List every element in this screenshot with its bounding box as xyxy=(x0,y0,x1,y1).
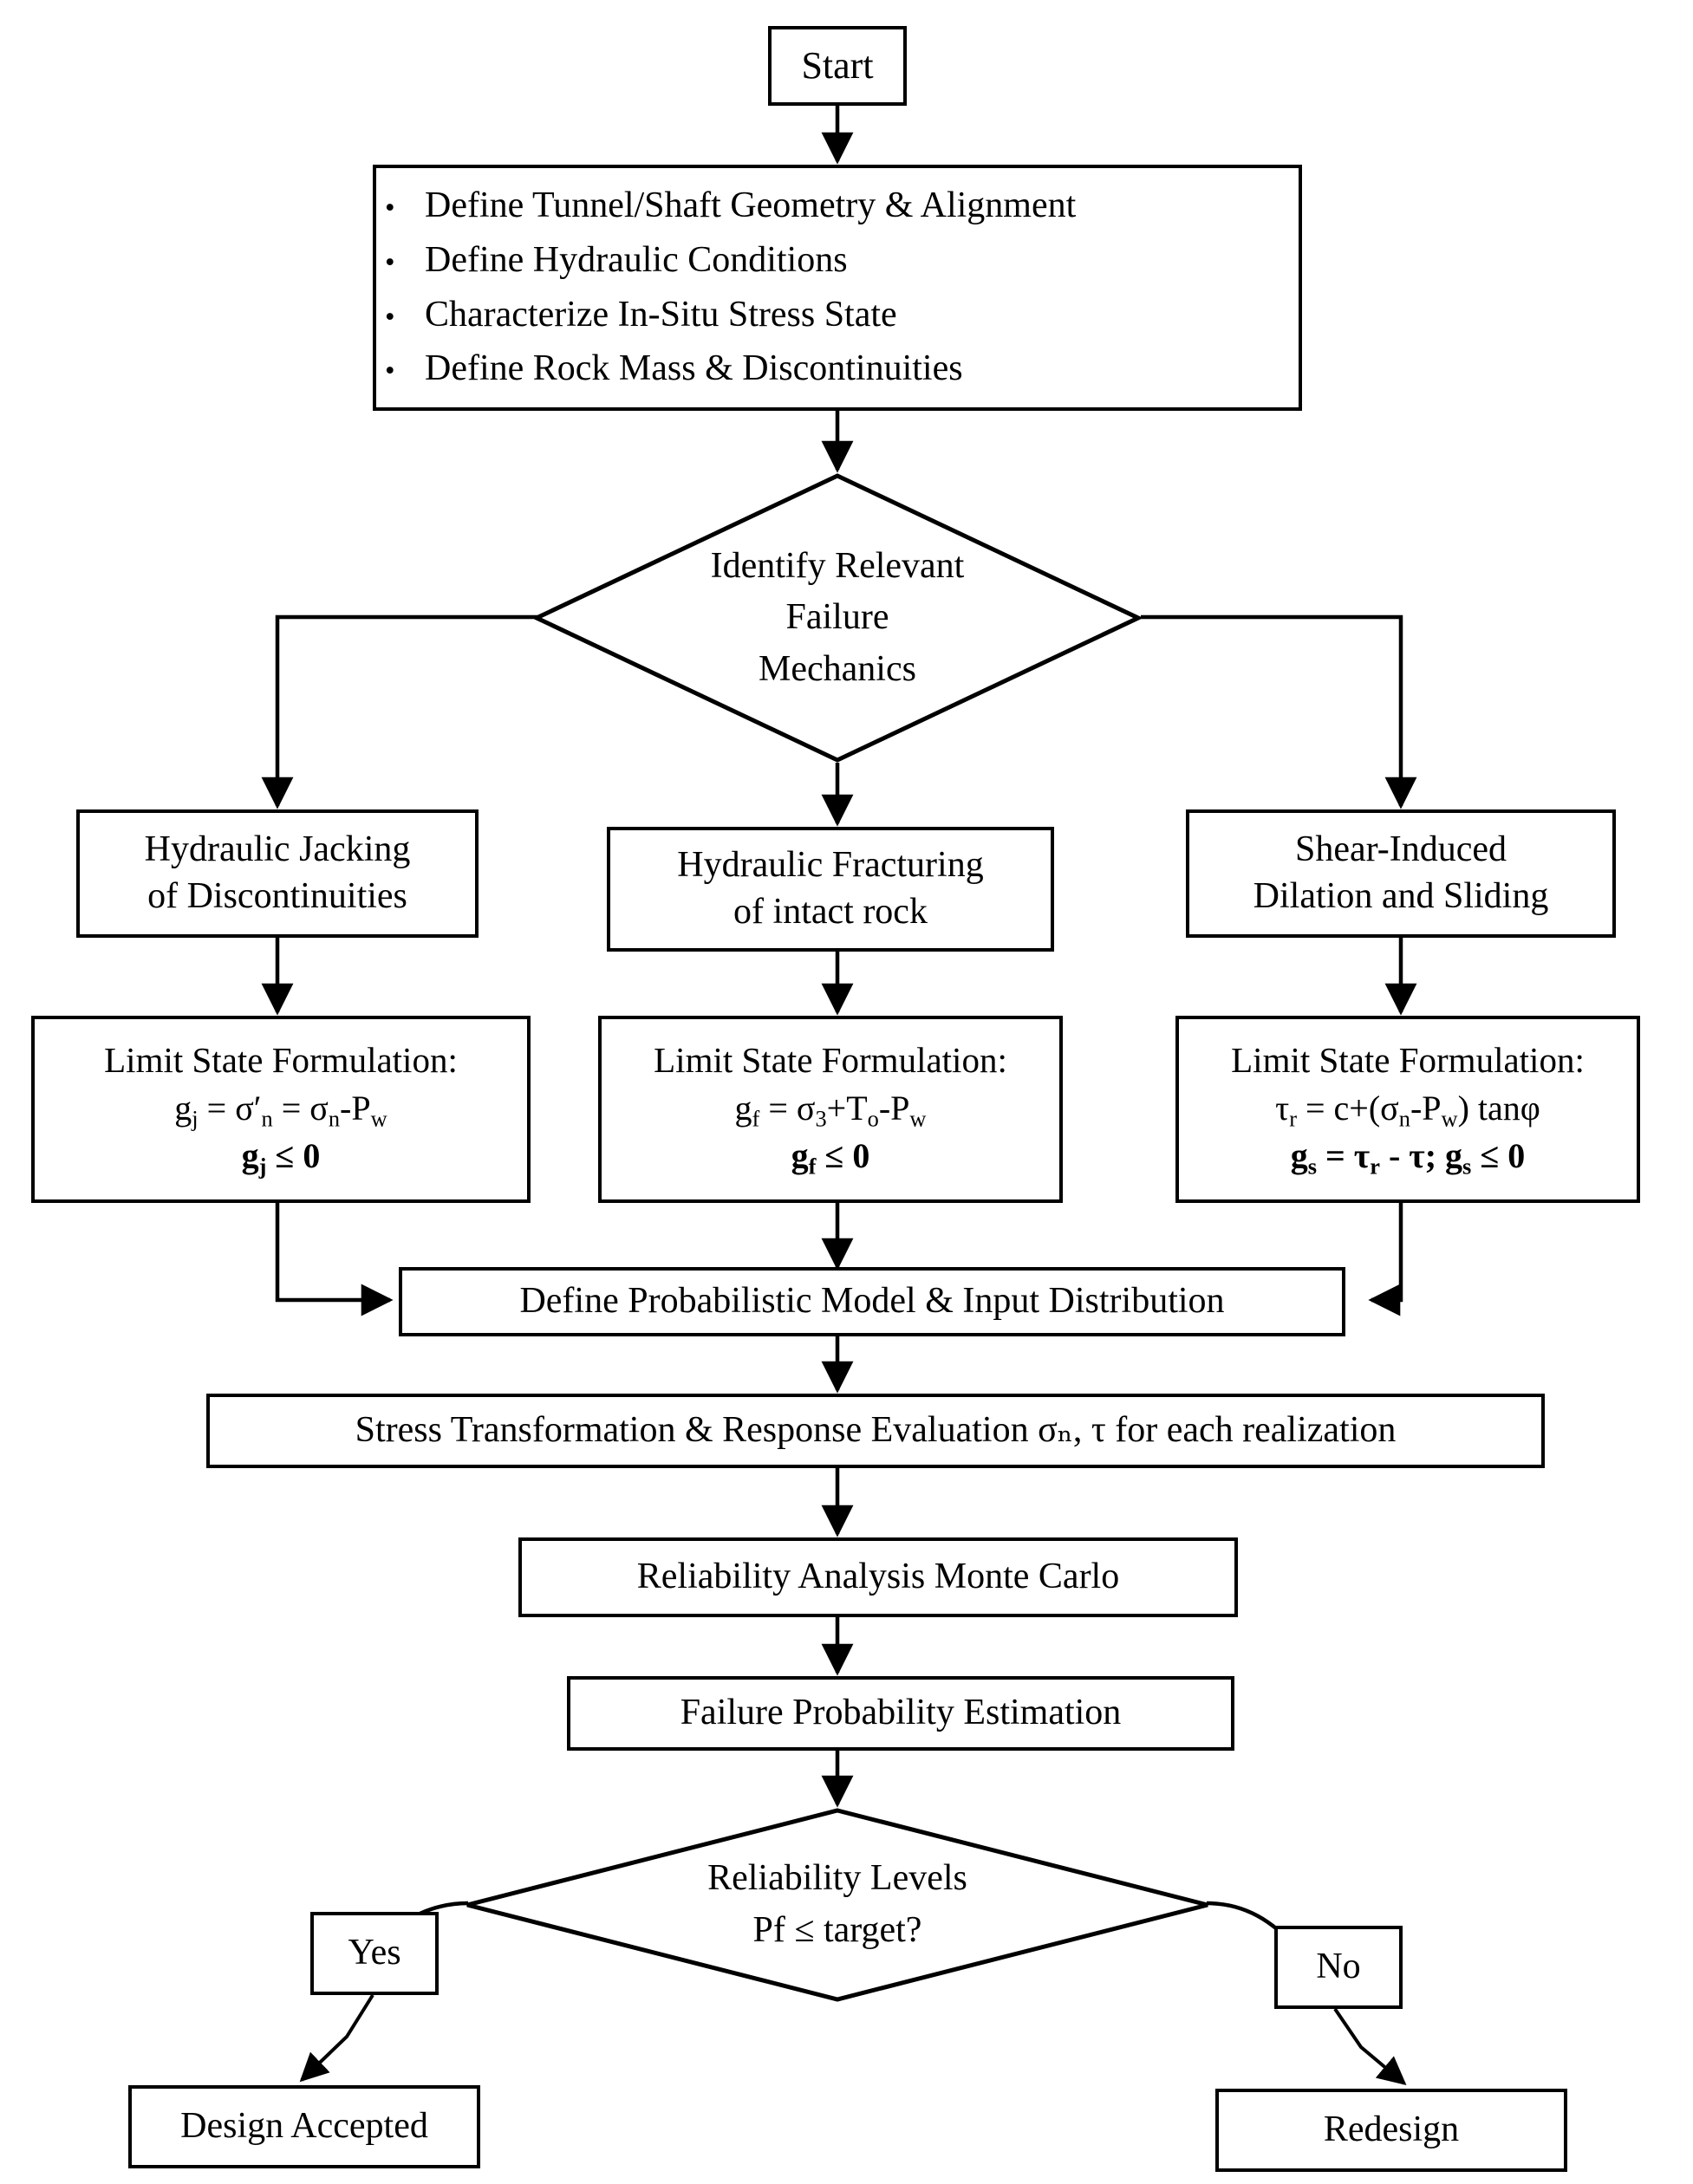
limit-jacking-condition: gj ≤ 0 xyxy=(241,1136,321,1180)
node-design-accepted-label: Design Accepted xyxy=(180,2106,428,2147)
node-monte-carlo-label: Reliability Analysis Monte Carlo xyxy=(636,1557,1120,1597)
node-monte-carlo[interactable]: Reliability Analysis Monte Carlo xyxy=(518,1537,1238,1617)
bullet-item: • Define Tunnel/Shaft Geometry & Alignme… xyxy=(385,183,1290,230)
limit-jacking-equation: gj = σ′n = σn-Pw xyxy=(174,1089,387,1132)
node-no-label: No xyxy=(1316,1947,1361,1987)
bullet-text: Define Tunnel/Shaft Geometry & Alignment xyxy=(425,185,1077,225)
node-identify-line2: Failure xyxy=(785,597,889,638)
node-shear-induced-dilation[interactable]: Shear-Induced Dilation and Sliding xyxy=(1186,809,1616,938)
node-inputs-bullet-list: • Define Tunnel/Shaft Geometry & Alignme… xyxy=(376,183,1299,393)
node-inputs[interactable]: • Define Tunnel/Shaft Geometry & Alignme… xyxy=(373,165,1302,411)
node-hydraulic-fracturing[interactable]: Hydraulic Fracturing of intact rock xyxy=(607,827,1054,952)
node-hydraulic-jacking-line2: of Discontinuities xyxy=(147,876,407,916)
limit-shear-condition: gs = τr - τ; gs ≤ 0 xyxy=(1290,1136,1526,1180)
node-start-label: Start xyxy=(801,43,874,87)
node-probabilistic-model-label: Define Probabilistic Model & Input Distr… xyxy=(519,1281,1225,1322)
diamond-shape xyxy=(534,473,1141,763)
node-hydraulic-fracturing-line1: Hydraulic Fracturing xyxy=(677,845,984,886)
edge-identify-to-jacking xyxy=(261,614,537,809)
limit-jacking-title: Limit State Formulation: xyxy=(104,1039,458,1080)
edge-limit-shear-to-probabilistic xyxy=(1368,1203,1403,1316)
node-identify-label: Identify Relevant Failure Mechanics xyxy=(711,541,965,696)
node-reliability-line1: Reliability Levels xyxy=(707,1858,967,1899)
node-reliability-line2: Pf ≤ target? xyxy=(752,1910,922,1950)
bullet-glyph-icon: • xyxy=(385,301,395,333)
node-hydraulic-jacking-line1: Hydraulic Jacking xyxy=(144,829,411,870)
limit-fracturing-equation: gf = σ3+To-Pw xyxy=(734,1089,927,1132)
node-limit-state-jacking[interactable]: Limit State Formulation: gj = σ′n = σn-P… xyxy=(31,1016,531,1203)
bullet-text: Define Hydraulic Conditions xyxy=(425,239,848,280)
node-identify-line3: Mechanics xyxy=(759,648,916,689)
node-reliability-decision[interactable]: Reliability Levels Pf ≤ target? xyxy=(465,1808,1210,2002)
node-limit-state-fracturing[interactable]: Limit State Formulation: gf = σ3+To-Pw g… xyxy=(598,1016,1063,1203)
bullet-text: Characterize In-Situ Stress State xyxy=(425,294,897,335)
node-hydraulic-jacking-label: Hydraulic Jacking of Discontinuities xyxy=(80,827,475,920)
bullet-item: • Define Hydraulic Conditions xyxy=(385,237,1290,284)
node-yes-label: Yes xyxy=(348,1933,401,1973)
bullet-item: • Define Rock Mass & Discontinuities xyxy=(385,346,1290,393)
node-redesign-label: Redesign xyxy=(1323,2109,1460,2150)
node-shear-line2: Dilation and Sliding xyxy=(1253,876,1549,916)
node-identify-failure-mechanics[interactable]: Identify Relevant Failure Mechanics xyxy=(534,473,1141,763)
node-hydraulic-fracturing-line2: of intact rock xyxy=(733,892,928,932)
edge-yes-to-accepted xyxy=(299,1993,374,2083)
node-shear-induced-label: Shear-Induced Dilation and Sliding xyxy=(1189,827,1612,920)
node-no-branch[interactable]: No xyxy=(1274,1926,1403,2009)
node-reliability-label: Reliability Levels Pf ≤ target? xyxy=(707,1853,967,1956)
node-failure-probability[interactable]: Failure Probability Estimation xyxy=(567,1676,1234,1751)
edge-limit-jacking-to-probabilistic xyxy=(275,1203,394,1316)
node-failure-probability-label: Failure Probability Estimation xyxy=(680,1693,1122,1733)
bullet-glyph-icon: • xyxy=(385,246,395,278)
limit-shear-title: Limit State Formulation: xyxy=(1231,1039,1585,1080)
node-hydraulic-fracturing-label: Hydraulic Fracturing of intact rock xyxy=(610,842,1051,936)
node-limit-state-jacking-content: Limit State Formulation: gj = σ′n = σn-P… xyxy=(35,1037,527,1182)
node-hydraulic-jacking[interactable]: Hydraulic Jacking of Discontinuities xyxy=(76,809,479,938)
node-shear-line1: Shear-Induced xyxy=(1294,829,1507,870)
node-yes-branch[interactable]: Yes xyxy=(310,1912,439,1995)
node-limit-state-shear-content: Limit State Formulation: τr = c+(σn-Pw) … xyxy=(1179,1037,1637,1182)
bullet-text: Define Rock Mass & Discontinuities xyxy=(425,348,963,389)
edge-no-to-redesign xyxy=(1333,2007,1407,2086)
node-probabilistic-model[interactable]: Define Probabilistic Model & Input Distr… xyxy=(399,1267,1345,1336)
node-design-accepted[interactable]: Design Accepted xyxy=(128,2085,480,2168)
diamond-shape xyxy=(466,1808,1208,2002)
bullet-item: • Characterize In-Situ Stress State xyxy=(385,292,1290,339)
node-limit-state-fracturing-content: Limit State Formulation: gf = σ3+To-Pw g… xyxy=(602,1037,1059,1182)
limit-fracturing-title: Limit State Formulation: xyxy=(654,1039,1007,1080)
edge-identify-to-shear xyxy=(1141,614,1417,809)
node-stress-transformation-label: Stress Transformation & Response Evaluat… xyxy=(355,1410,1397,1451)
limit-fracturing-condition: gf ≤ 0 xyxy=(791,1136,870,1180)
bullet-glyph-icon: • xyxy=(385,192,395,224)
limit-shear-equation: τr = c+(σn-Pw) tanφ xyxy=(1275,1089,1540,1132)
bullet-glyph-icon: • xyxy=(385,355,395,387)
node-limit-state-shear[interactable]: Limit State Formulation: τr = c+(σn-Pw) … xyxy=(1175,1016,1640,1203)
node-redesign[interactable]: Redesign xyxy=(1215,2089,1567,2172)
node-stress-transformation[interactable]: Stress Transformation & Response Evaluat… xyxy=(206,1394,1545,1468)
node-identify-line1: Identify Relevant xyxy=(710,545,965,586)
node-start[interactable]: Start xyxy=(768,26,907,106)
